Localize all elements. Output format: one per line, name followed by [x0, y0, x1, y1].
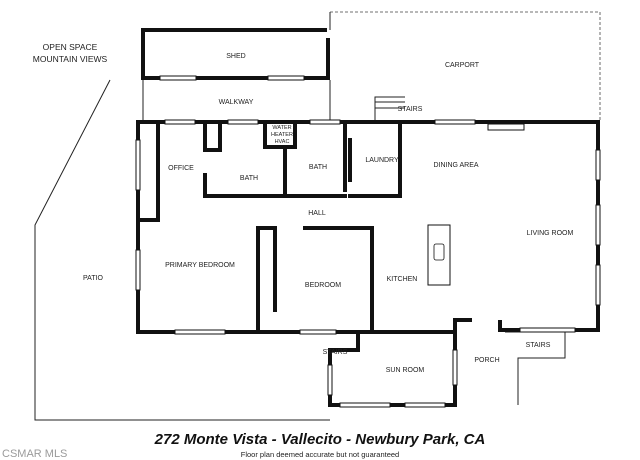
label-patio: PATIO — [83, 275, 104, 282]
label-water-heater-1: WATER — [272, 125, 291, 131]
plan-title: 272 Monte Vista - Vallecito - Newbury Pa… — [154, 431, 486, 448]
house-walls — [136, 120, 600, 407]
stairs-marks — [375, 101, 405, 109]
label-laundry: LAUNDRY — [365, 157, 399, 164]
label-primary-bedroom: PRIMARY BEDROOM — [165, 262, 235, 269]
label-shed: SHED — [226, 53, 245, 60]
label-office: OFFICE — [168, 165, 194, 172]
kitchen-sink — [433, 243, 445, 261]
label-carport: CARPORT — [445, 62, 480, 69]
label-water-heater-2: HEATER — [271, 132, 293, 138]
label-living-room: LIVING ROOM — [527, 230, 574, 237]
label-hvac: HVAC — [275, 139, 290, 145]
label-porch: PORCH — [474, 357, 499, 364]
plan-subtitle: Floor plan deemed accurate but not guara… — [241, 450, 399, 459]
label-stairs-top: STAIRS — [398, 106, 423, 113]
label-bath-2: BATH — [309, 164, 327, 171]
shed-walls — [141, 28, 330, 81]
label-sun-room: SUN ROOM — [386, 367, 425, 374]
label-stairs-right: STAIRS — [526, 342, 551, 349]
label-kitchen: KITCHEN — [387, 276, 418, 283]
watermark: CSMAR MLS — [2, 448, 67, 460]
label-mountain-views: MOUNTAIN VIEWS — [33, 54, 108, 64]
label-bedroom: BEDROOM — [305, 282, 341, 289]
label-dining-area: DINING AREA — [433, 162, 478, 169]
room-labels: OPEN SPACE MOUNTAIN VIEWS SHED CARPORT W… — [33, 42, 574, 374]
windows — [135, 119, 601, 408]
label-stairs-mid: STAIRS — [323, 349, 348, 356]
label-hall: HALL — [308, 210, 326, 217]
label-walkway: WALKWAY — [219, 99, 254, 106]
label-bath-1: BATH — [240, 175, 258, 182]
label-open-space: OPEN SPACE — [43, 42, 98, 52]
